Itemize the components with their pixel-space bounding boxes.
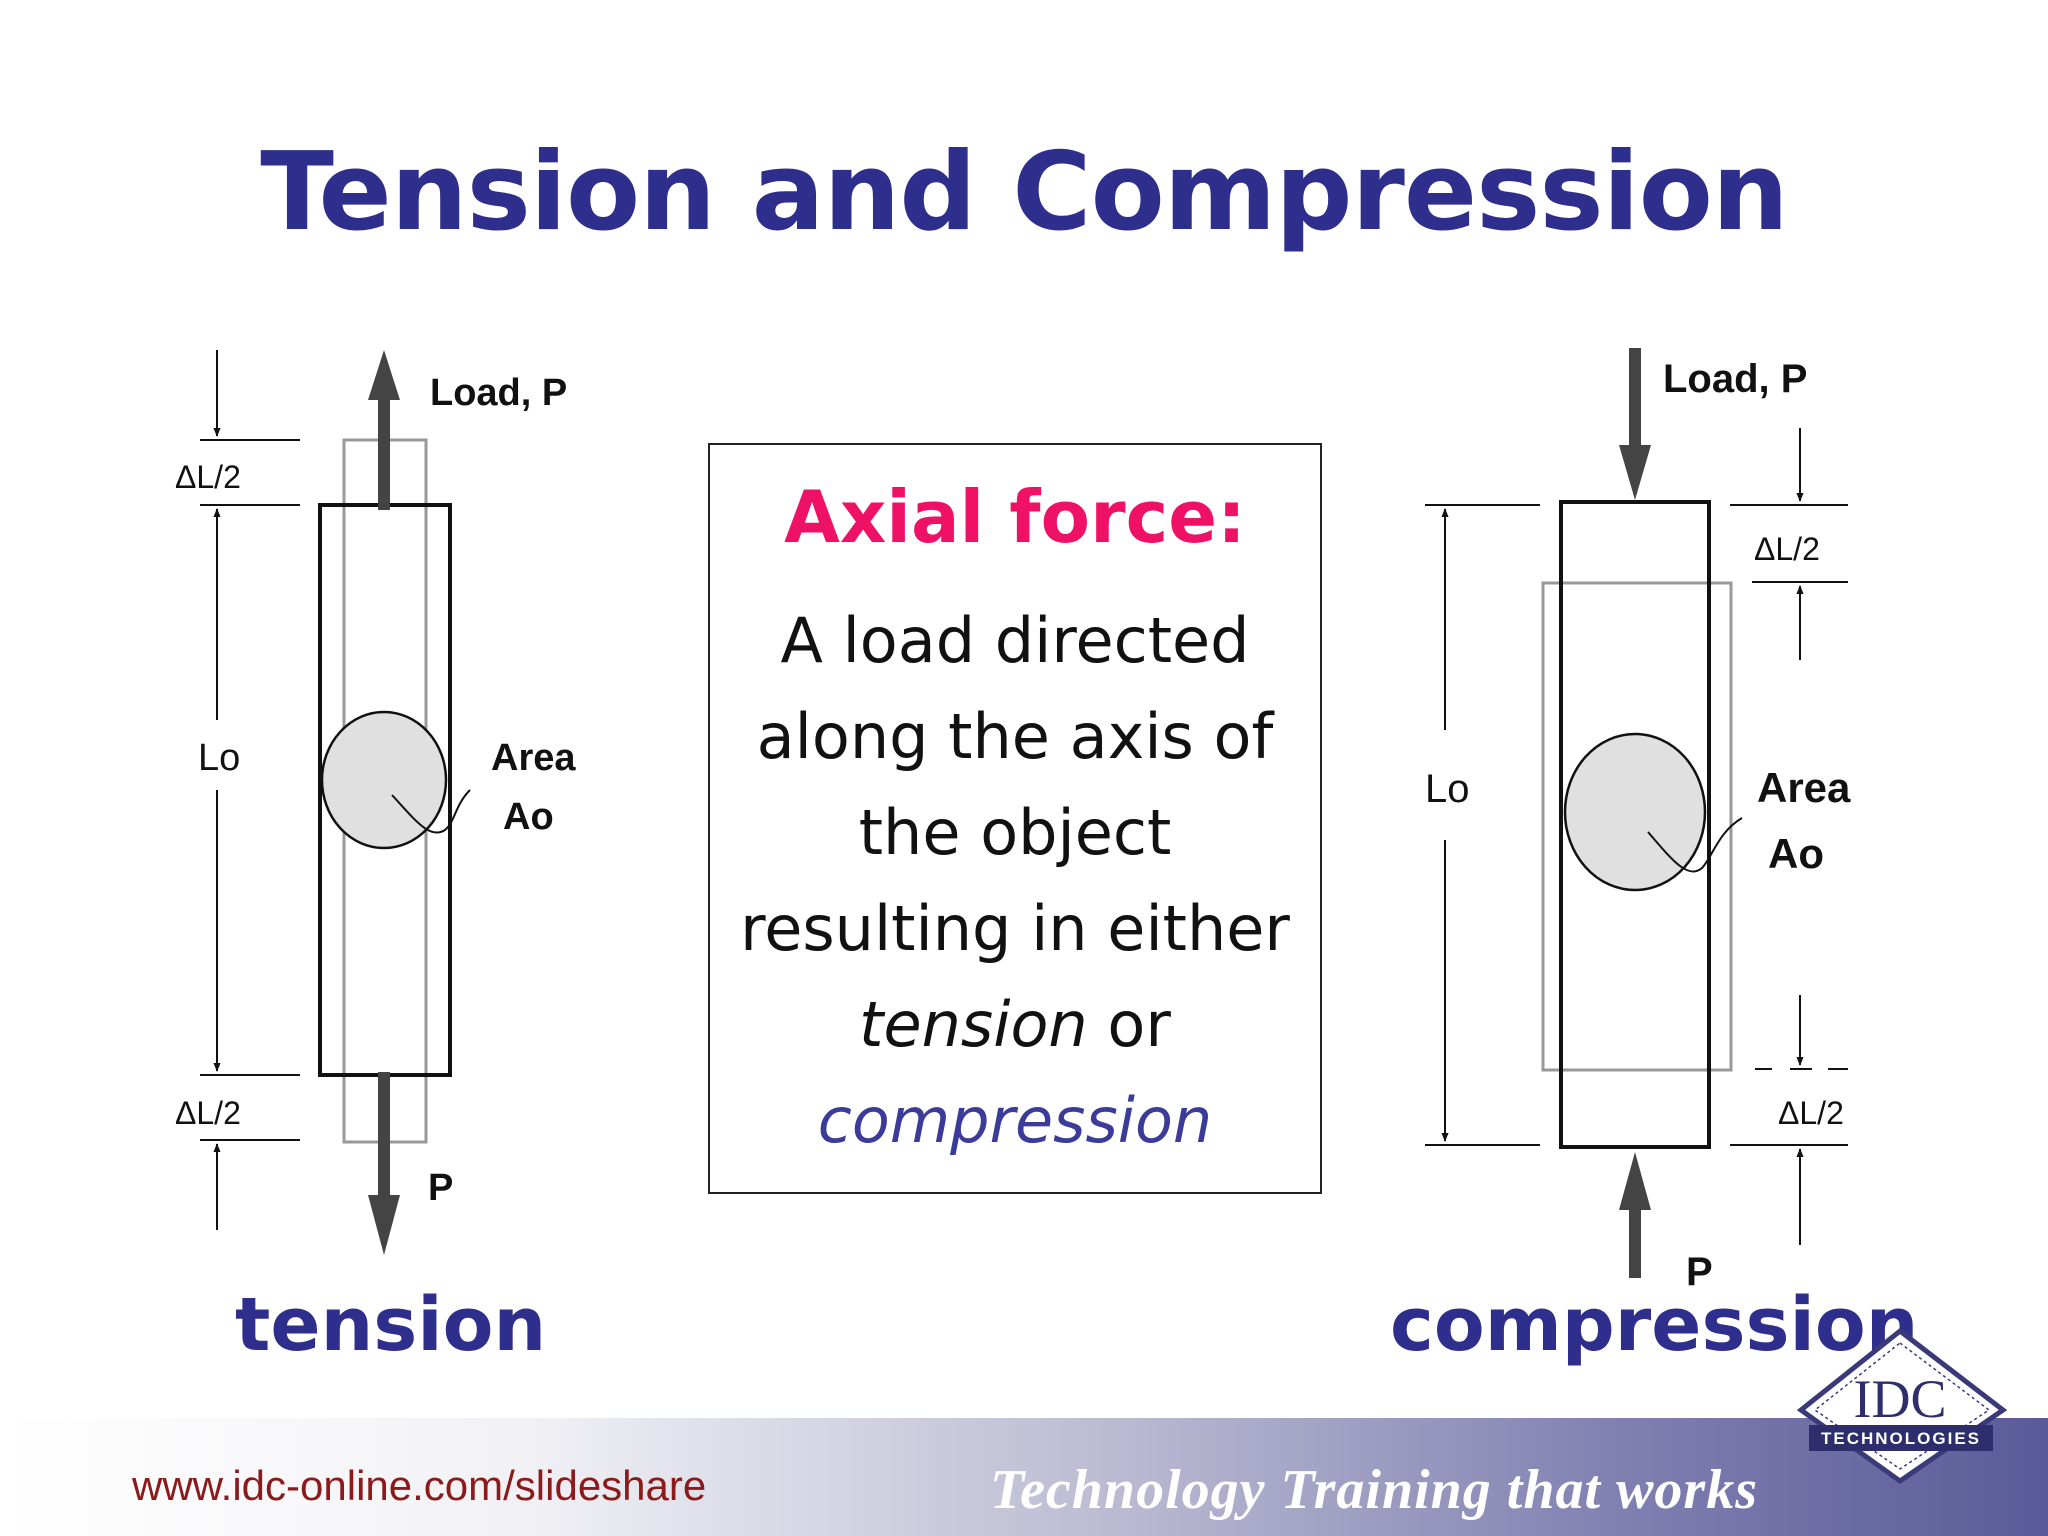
footer-url[interactable]: www.idc-online.com/slideshare bbox=[132, 1462, 707, 1509]
bottom-load-label: P bbox=[428, 1167, 453, 1209]
definition-line: A load directed bbox=[780, 604, 1250, 677]
compression-bar bbox=[1559, 500, 1711, 1149]
load-label: Load, P bbox=[1663, 357, 1807, 401]
load-arrow-down bbox=[368, 1195, 400, 1255]
delta-label-bottom: ΔL/2 bbox=[175, 1095, 241, 1131]
length-label: Lo bbox=[1425, 767, 1470, 811]
delta-label-top: ΔL/2 bbox=[1754, 531, 1820, 567]
logo-band bbox=[1809, 1425, 1993, 1451]
area-label: Area bbox=[491, 737, 576, 779]
definition-text: A load directed along the axis of the ob… bbox=[710, 593, 1320, 1169]
bottom-load-label: P bbox=[1686, 1250, 1713, 1294]
cross-section-area bbox=[1563, 732, 1707, 892]
area-leader bbox=[1647, 817, 1743, 873]
definition-heading: Axial force: bbox=[784, 475, 1246, 559]
footer-tagline: Technology Training that works bbox=[990, 1459, 1759, 1521]
tension-caption: tension bbox=[235, 1282, 547, 1368]
area-symbol: Ao bbox=[503, 796, 554, 838]
definition-line: tension or bbox=[710, 977, 1320, 1073]
idc-logo: IDC TECHNOLOGIES bbox=[1796, 1327, 2008, 1485]
area-label: Area bbox=[1757, 764, 1851, 811]
logo-subtext: TECHNOLOGIES bbox=[1821, 1429, 1981, 1448]
compression-caption: compression bbox=[1390, 1282, 1919, 1368]
definition-line: resulting in either bbox=[740, 892, 1290, 965]
tension-diagram: Load, P ΔL/2 Lo ΔL/2 Area Ao P bbox=[175, 350, 576, 1255]
load-arrow-up bbox=[1619, 1152, 1651, 1210]
load-arrow-down bbox=[1619, 445, 1651, 500]
footer-bar bbox=[0, 1418, 2048, 1536]
slide-title: Tension and Compression bbox=[260, 130, 1789, 255]
delta-label-bottom: ΔL/2 bbox=[1778, 1095, 1844, 1131]
word-or: or bbox=[1087, 988, 1171, 1061]
length-label: Lo bbox=[198, 737, 240, 779]
logo-inner-diamond bbox=[1813, 1342, 1991, 1470]
definition-box: Axial force: A load directed along the a… bbox=[708, 443, 1322, 1194]
word-compression: compression bbox=[817, 1084, 1213, 1157]
cross-section-area bbox=[320, 710, 448, 850]
load-arrow-up bbox=[368, 350, 400, 400]
compression-diagram: Load, P ΔL/2 Lo ΔL/2 Area Ao P bbox=[1425, 348, 1851, 1294]
area-symbol: Ao bbox=[1768, 830, 1824, 877]
logo-text: IDC bbox=[1854, 1369, 1947, 1429]
definition-line: along the axis of bbox=[756, 700, 1274, 773]
delta-label-top: ΔL/2 bbox=[175, 459, 241, 495]
word-tension: tension bbox=[859, 988, 1088, 1061]
definition-line: the object bbox=[858, 796, 1172, 869]
area-leader bbox=[391, 789, 471, 834]
load-label: Load, P bbox=[430, 372, 567, 414]
